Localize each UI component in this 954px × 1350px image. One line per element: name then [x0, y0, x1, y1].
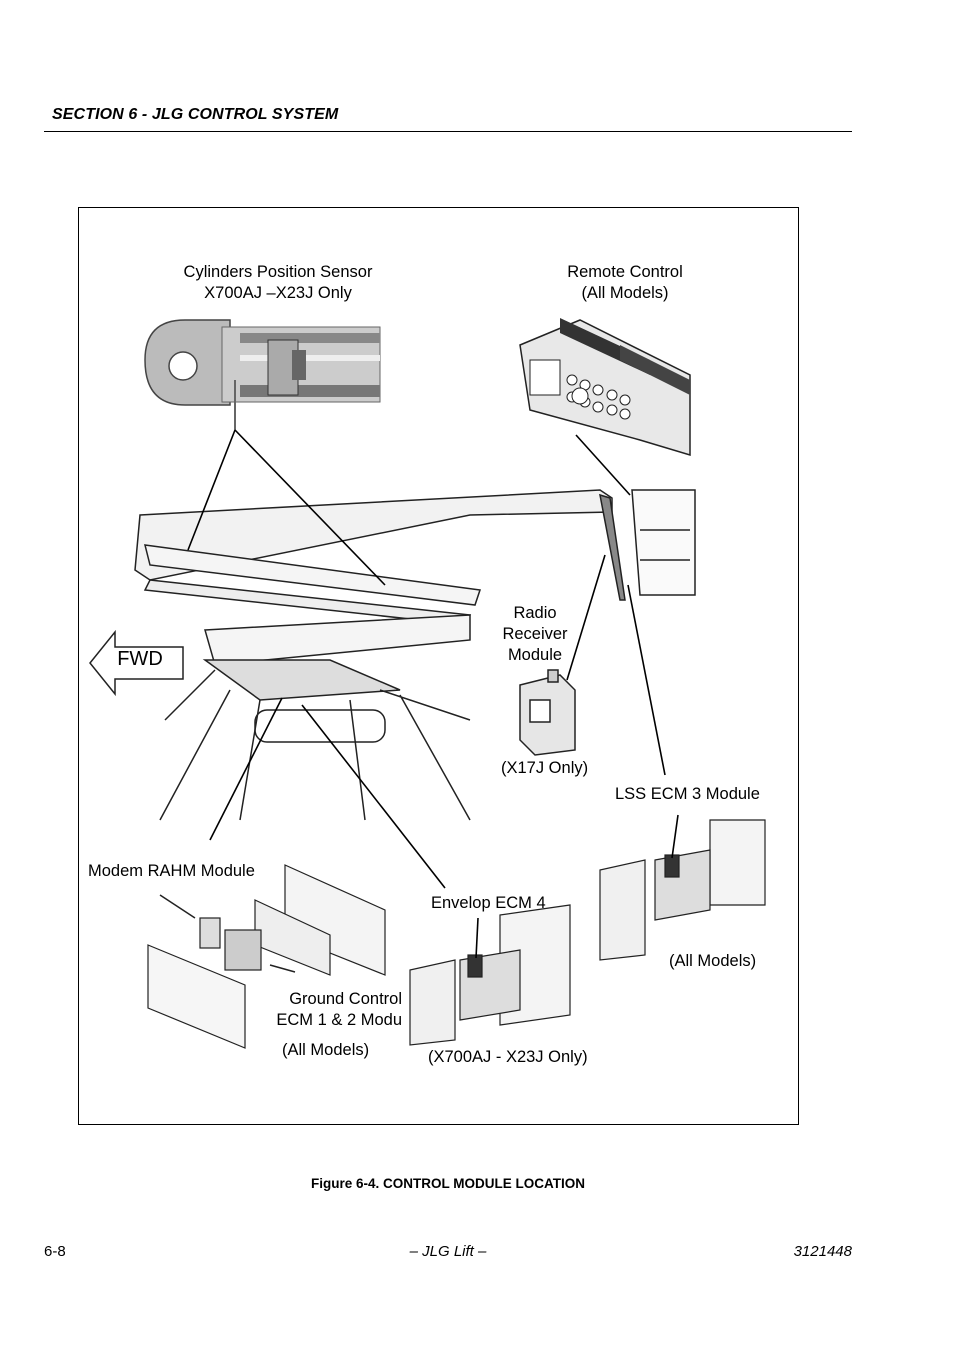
radio-receiver-label-line3: Module: [507, 646, 563, 664]
envelop-ecm4-drawing: [409, 904, 571, 1046]
lss-ecm3-label: LSS ECM 3 Module: [615, 785, 760, 803]
ground-control-label-line1: Ground Control: [289, 990, 402, 1008]
footer-center-title: – JLG Lift –: [409, 1243, 487, 1260]
radio-receiver-label-line2: Receiver: [502, 625, 568, 643]
ground-models-label: (All Models): [282, 1041, 370, 1059]
ground-control-drawing: [147, 864, 386, 1049]
section-header: SECTION 6 - JLG CONTROL SYSTEM: [52, 106, 339, 123]
radio-models-label: (X17J Only): [501, 759, 589, 777]
figure-frame: [78, 207, 799, 1125]
modem-rahm-label: Modem RAHM Module: [88, 862, 255, 880]
lss-ecm3-drawing: [599, 819, 766, 961]
fwd-label: FWD: [117, 648, 163, 670]
remote-control-label: Remote Control (All Models): [555, 262, 695, 304]
ground-control-label: Ground Control ECM 1 & 2 Modu: [268, 989, 402, 1031]
envelop-models-label: (X700AJ - X23J Only): [428, 1048, 588, 1066]
figure-caption: Figure 6-4. CONTROL MODULE LOCATION: [310, 1176, 585, 1191]
radio-receiver-label-line1: Radio: [513, 604, 557, 622]
fwd-arrow: [89, 629, 184, 697]
cylinder-sensor-detail: [144, 319, 381, 430]
lss-models-label: (All Models): [669, 952, 757, 970]
cylinders-sensor-label-line1: Cylinders Position Sensor: [183, 263, 373, 281]
envelop-ecm4-label: Envelop ECM 4: [431, 894, 546, 912]
document-number: 3121448: [793, 1243, 852, 1260]
boom-lift-drawing: [134, 489, 696, 821]
header-rule: [44, 131, 852, 132]
radio-receiver-drawing: [519, 669, 576, 756]
remote-control-drawing: [519, 318, 691, 457]
radio-receiver-label: Radio Receiver Module: [495, 603, 575, 666]
leader-lines: [187, 429, 679, 959]
remote-control-label-line1: Remote Control: [567, 263, 683, 281]
cylinders-sensor-label-line2: X700AJ –X23J Only: [204, 284, 352, 302]
page-number: 6-8: [44, 1243, 66, 1260]
cylinders-sensor-label: Cylinders Position Sensor X700AJ –X23J O…: [168, 262, 388, 304]
ground-control-label-line2: ECM 1 & 2 Modu: [276, 1011, 402, 1029]
remote-control-label-line2: (All Models): [581, 284, 669, 302]
